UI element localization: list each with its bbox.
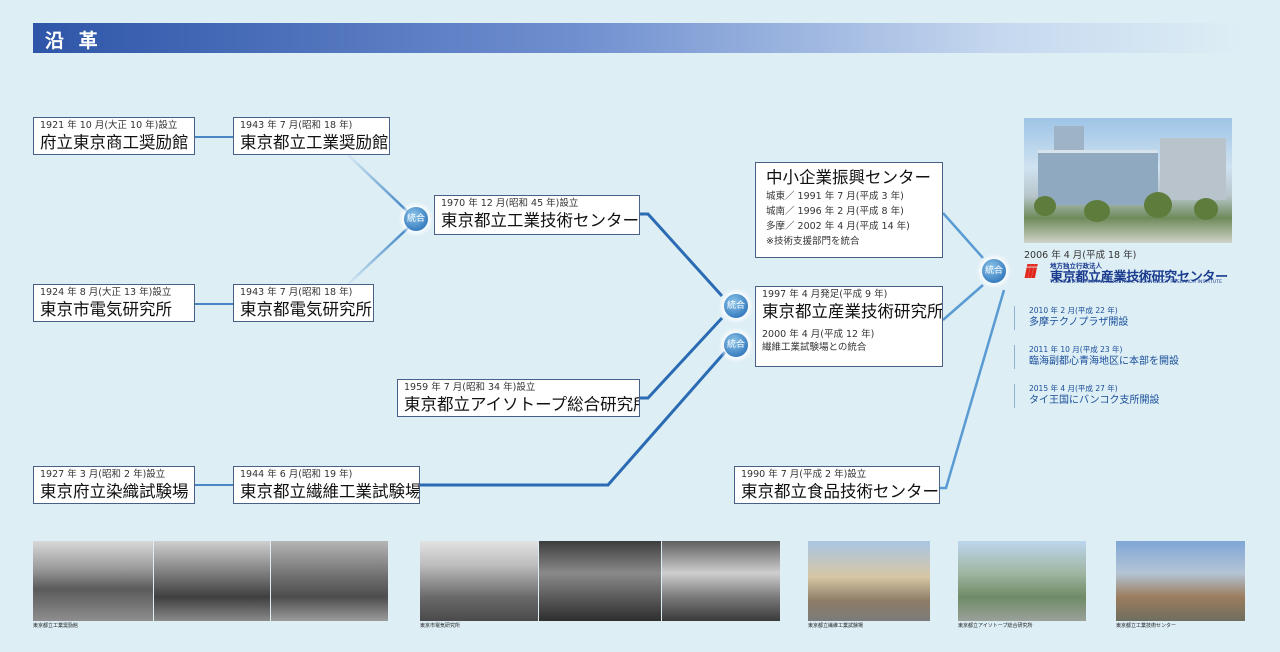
photo-caption: 東京市電気研究所 [420,623,461,629]
node-h-name: 東京都立繊維工業試験場 [240,482,420,501]
event-text: タイ王国にバンコク支所開設 [1029,395,1160,406]
node-f-date: 1959 年 7 月(昭和 34 年)設立 [404,382,536,393]
node-d-name: 東京都電気研究所 [240,300,372,319]
node-g-date: 1927 年 3 月(昭和 2 年)設立 [40,469,166,480]
node-j-date: 1997 年 4 月発足(平成 9 年) [762,289,888,300]
node-c: 1924 年 8 月(大正 13 年)設立 東京市電気研究所 [33,284,195,322]
logo-name: 東京都立産業技術研究センター [1050,270,1228,285]
node-i-line: ※技術支援部門を統合 [766,236,860,247]
event-item: 2011 年 10 月(平成 23 年) 臨海副都心青海地区に本部を開設 [1014,345,1179,369]
node-c-name: 東京市電気研究所 [40,300,172,319]
logo-mark: iii [1024,261,1037,283]
node-e-date: 1970 年 12 月(昭和 45 年)設立 [441,198,579,209]
node-h: 1944 年 6 月(昭和 19 年) 東京都立繊維工業試験場 [233,466,420,504]
historic-photo [33,541,153,621]
institute-logo: iii 地方独立行政法人 東京都立産業技術研究センター TOKYO METROP… [1024,259,1236,285]
historic-photo [662,541,780,621]
link-b-merge [344,151,409,213]
historic-photo [271,541,388,621]
node-i-line: 城東／ 1991 年 7 月(平成 3 年) [766,191,904,202]
merge-badge: 統合 [724,294,748,318]
node-i-name: 中小企業振興センター [766,168,931,187]
node-a-date: 1921 年 10 月(大正 10 年)設立 [40,120,178,131]
event-date: 2011 年 10 月(平成 23 年) [1029,345,1123,354]
node-j-sub-text: 繊維工業試験場との統合 [762,342,867,353]
merge-badge: 統合 [724,333,748,357]
final-date: 2006 年 4 月(平成 18 年) [1024,250,1137,261]
photo-caption: 東京都立アイソトープ総合研究所 [958,623,1033,629]
event-item: 2015 年 4 月(平成 27 年) タイ王国にバンコク支所開設 [1014,384,1160,408]
historic-photo [420,541,538,621]
photo-caption: 東京都立工業技術センター [1116,623,1177,629]
logo-small-text: 地方独立行政法人 [1050,262,1102,270]
event-item: 2010 年 2 月(平成 22 年) 多摩テクノプラザ開設 [1014,306,1128,330]
historic-photo [1116,541,1245,621]
node-h-date: 1944 年 6 月(昭和 19 年) [240,469,353,480]
historic-photo [154,541,270,621]
node-c-date: 1924 年 8 月(大正 13 年)設立 [40,287,172,298]
link-i-final [942,212,984,259]
historic-photo [808,541,930,621]
merge-badge: 統合 [982,259,1006,283]
node-f: 1959 年 7 月(昭和 34 年)設立 東京都立アイソトープ総合研究所 [397,379,640,417]
node-d-date: 1943 年 7 月(昭和 18 年) [240,287,353,298]
node-d: 1943 年 7 月(昭和 18 年) 東京都電気研究所 [233,284,374,322]
node-b-date: 1943 年 7 月(昭和 18 年) [240,120,353,131]
node-k: 1990 年 7 月(平成 2 年)設立 東京都立食品技術センター [734,466,940,504]
section-title: 沿 革 [45,30,102,52]
node-k-name: 東京都立食品技術センター [741,482,939,501]
link-k-final [940,289,1006,490]
node-f-name: 東京都立アイソトープ総合研究所 [404,395,640,414]
node-i: 中小企業振興センター 城東／ 1991 年 7 月(平成 3 年) 城南／ 19… [755,162,943,258]
node-b-name: 東京都立工業奨励館 [240,133,389,152]
node-i-line: 多摩／ 2002 年 4 月(平成 14 年) [766,221,910,232]
node-g-name: 東京府立染織試験場 [40,482,189,501]
event-text: 臨海副都心青海地区に本部を開設 [1029,356,1179,367]
node-j-name: 東京都立産業技術研究所 [762,302,943,321]
link-d-merge [344,227,409,288]
logo-english: TOKYO METROPOLITAN INDUSTRIAL TECHNOLOGY… [1050,280,1223,285]
node-k-date: 1990 年 7 月(平成 2 年)設立 [741,469,867,480]
link-h-merge [420,351,727,487]
event-date: 2015 年 4 月(平成 27 年) [1029,384,1118,393]
event-text: 多摩テクノプラザ開設 [1029,317,1129,328]
link-e-merge [640,212,724,298]
headquarters-photo [1024,118,1232,243]
link-f-merge [640,316,724,400]
node-a-name: 府立東京商工奨励館 [40,133,189,152]
node-a: 1921 年 10 月(大正 10 年)設立 府立東京商工奨励館 [33,117,195,155]
historic-photo [958,541,1086,621]
node-g: 1927 年 3 月(昭和 2 年)設立 東京府立染織試験場 [33,466,195,504]
node-e-name: 東京都立工業技術センター [441,211,639,230]
section-header: 沿 革 [33,23,1242,53]
node-i-line: 城南／ 1996 年 2 月(平成 8 年) [766,206,904,217]
event-date: 2010 年 2 月(平成 22 年) [1029,306,1118,315]
node-j: 1997 年 4 月発足(平成 9 年) 東京都立産業技術研究所 2000 年 … [755,286,943,367]
photo-caption: 東京都立工業奨励館 [33,623,79,629]
link-j-final [942,284,984,321]
photo-caption: 東京都立繊維工業試験場 [808,623,864,629]
merge-badge: 統合 [404,207,428,231]
node-e: 1970 年 12 月(昭和 45 年)設立 東京都立工業技術センター [434,195,640,235]
historic-photo [539,541,661,621]
node-b: 1943 年 7 月(昭和 18 年) 東京都立工業奨励館 [233,117,390,155]
node-j-sub-date: 2000 年 4 月(平成 12 年) [762,329,875,340]
